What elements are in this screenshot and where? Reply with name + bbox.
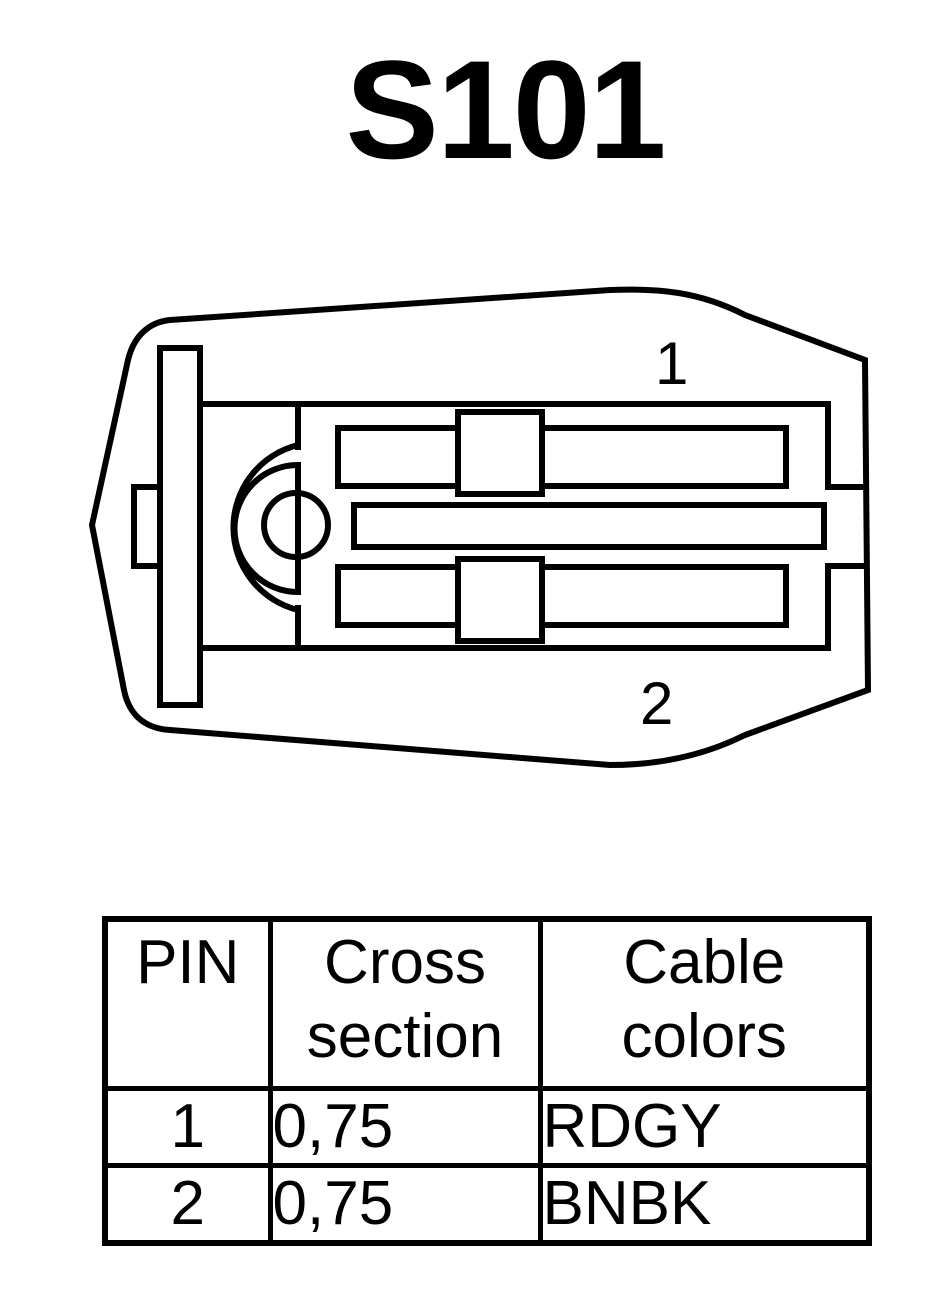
terminal-1 — [455, 409, 545, 497]
cable-colors-header: Cable colors — [537, 916, 872, 1091]
pin-header-label: PIN — [136, 928, 240, 997]
cross-section-header-line1: Cross — [324, 928, 486, 997]
locking-latch — [157, 345, 203, 708]
contact-slot-2 — [335, 564, 789, 628]
coding-arc-inner — [231, 461, 301, 596]
terminal-2 — [455, 556, 545, 644]
connector-title: S101 — [345, 31, 667, 188]
cable-colors-header-line2: colors — [621, 1002, 787, 1071]
cross-section-header-line2: section — [306, 1002, 504, 1071]
table-row: 1 0,75 RDGY — [102, 1086, 872, 1168]
pin-table: PIN Cross section Cable colors 1 0,75 RD… — [102, 916, 872, 1246]
cable-colors-cell: BNBK — [537, 1163, 872, 1246]
cable-colors-header-line1: Cable — [623, 928, 786, 997]
pin-header: PIN — [102, 916, 273, 1091]
header-row: PIN Cross section Cable colors — [102, 916, 872, 1091]
pin-label-1: 1 — [655, 330, 688, 397]
latch-tab — [131, 484, 160, 569]
cross-section-cell: 0,75 — [267, 1086, 543, 1168]
pin-label-2: 2 — [640, 670, 673, 737]
pin-cell: 2 — [102, 1163, 273, 1246]
contact-slot-middle — [351, 502, 827, 550]
contact-slot-1 — [335, 425, 789, 489]
cross-section-cell: 0,75 — [267, 1163, 543, 1246]
inner-frame — [200, 401, 865, 651]
table-row: 2 0,75 BNBK — [102, 1163, 872, 1246]
cable-colors-cell: RDGY — [537, 1086, 872, 1168]
coding-hole — [261, 490, 331, 560]
connector-housing-outline — [88, 286, 872, 769]
connector-diagram: 1 2 — [88, 286, 872, 769]
pin-cell: 1 — [102, 1086, 273, 1168]
cross-section-header: Cross section — [267, 916, 543, 1091]
